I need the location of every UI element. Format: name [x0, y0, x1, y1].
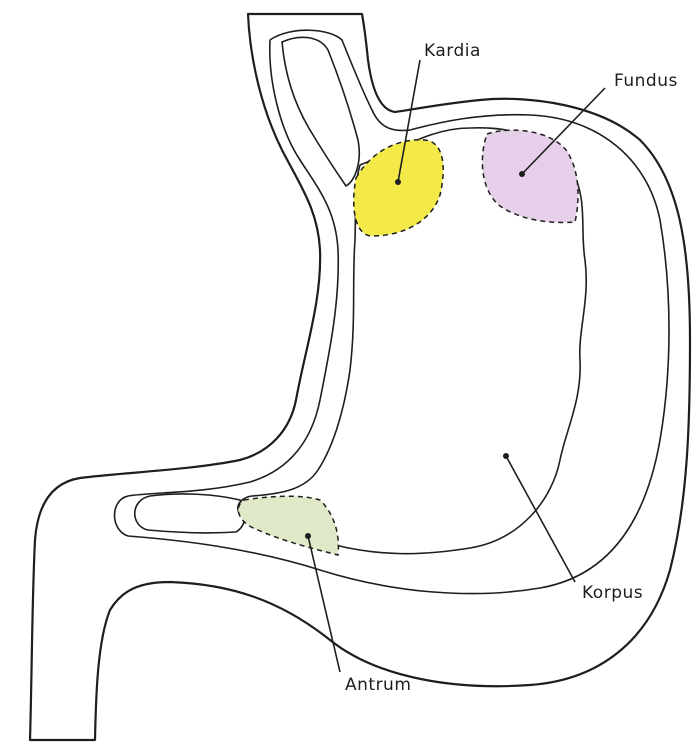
kardia-label: Kardia: [424, 41, 481, 61]
fundus-label: Fundus: [614, 71, 678, 91]
antrum-label: Antrum: [345, 675, 411, 695]
pylorus-lumen: [135, 494, 245, 533]
korpus-label: Korpus: [582, 583, 643, 603]
